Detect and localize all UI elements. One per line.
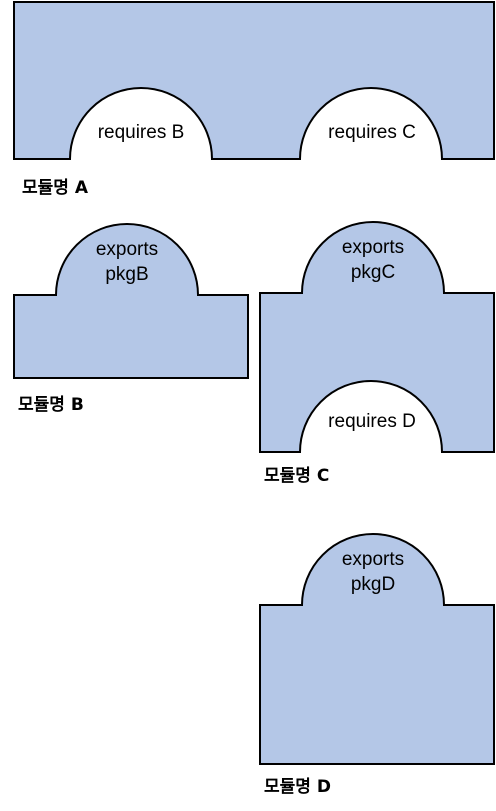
module-d-exports-label: exports <box>342 549 404 570</box>
module-c-name: 모듈명 C <box>264 466 329 486</box>
module-a-body <box>13 1 495 160</box>
module-d-body <box>259 533 495 765</box>
module-b-exports-label: exports <box>96 239 158 260</box>
module-d-name: 모듈명 D <box>264 777 331 797</box>
module-c-body <box>259 221 495 453</box>
module-c-package-label: pkgC <box>351 262 395 283</box>
module-c-requires-d-label: requires D <box>328 411 416 432</box>
module-a-requires-b-label: requires B <box>98 122 185 143</box>
module-a-name: 모듈명 A <box>22 178 89 198</box>
module-d: exports pkgD 모듈명 D <box>259 533 495 797</box>
module-b-package-label: pkgB <box>105 264 148 285</box>
module-c: exports pkgC requires D 모듈명 C <box>259 221 495 486</box>
module-b-name: 모듈명 B <box>18 395 84 415</box>
module-c-exports-label: exports <box>342 237 404 258</box>
module-d-package-label: pkgD <box>351 574 395 595</box>
module-b-body <box>13 223 249 379</box>
module-b: exports pkgB 모듈명 B <box>13 223 249 415</box>
module-a: requires B requires C 모듈명 A <box>13 1 495 198</box>
module-a-requires-c-label: requires C <box>328 122 416 143</box>
